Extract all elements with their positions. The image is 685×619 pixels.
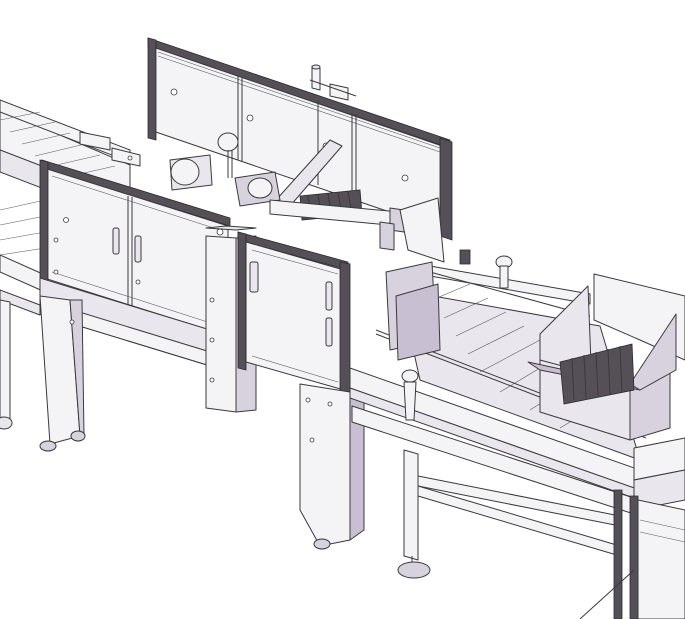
center-support-leg [299,383,365,550]
cabinet-door-handle-left [112,227,120,255]
adjustment-knob-front [401,369,419,421]
product-items [559,343,635,405]
carton-with-product [527,273,685,441]
flap-folding-mechanism [169,132,445,263]
rear-guard-frame [147,37,453,241]
left-support-leg [39,295,86,452]
cabinet-door-handle-right [134,235,142,263]
leveling-foot [397,556,431,579]
adjustment-knob-rear [495,255,513,289]
front-guard-cabinet [39,159,231,373]
front-access-door [237,231,351,397]
next-station-frame [579,437,685,619]
door-handle [325,281,333,347]
